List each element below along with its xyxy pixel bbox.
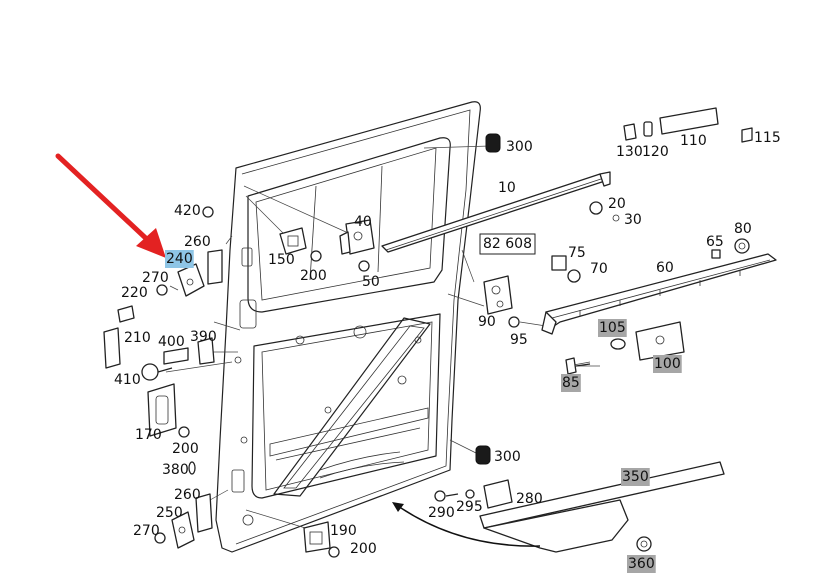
leader-lines — [165, 145, 600, 531]
label-highlight-350 — [621, 468, 650, 486]
trim-parts — [623, 107, 753, 143]
cover-part — [551, 238, 750, 271]
screw-part-85 — [565, 357, 591, 375]
door-panel — [215, 101, 481, 553]
roller-part — [483, 275, 513, 315]
handle-block-part — [147, 383, 177, 437]
part-label-65: 65 — [706, 234, 724, 250]
part-label-210: 210 — [124, 330, 151, 346]
label-highlight-100 — [653, 355, 682, 373]
part-label-130: 130 — [616, 144, 643, 160]
hinge-part — [339, 219, 375, 255]
part-label-80: 80 — [734, 221, 752, 237]
part-label-120: 120 — [642, 144, 669, 160]
label-highlight-360 — [627, 555, 656, 573]
bumper-part — [475, 133, 501, 465]
part-label-95: 95 — [510, 332, 528, 348]
part-label-295: 295 — [456, 499, 483, 515]
part-label-280: 280 — [516, 491, 543, 507]
clip-part — [188, 461, 196, 475]
red-pointer-arrow — [55, 153, 166, 258]
part-label-70: 70 — [590, 261, 608, 277]
part-label-240: 240 — [166, 251, 193, 267]
label-highlight-240 — [165, 250, 194, 268]
part-label-290: 290 — [428, 505, 455, 521]
part-label-200b: 200 — [172, 441, 199, 457]
label-highlight-105 — [598, 319, 627, 337]
part-label-350: 350 — [622, 469, 649, 485]
part-label-420: 420 — [174, 203, 201, 219]
part-label-190: 190 — [330, 523, 357, 539]
part-label-150: 150 — [268, 252, 295, 268]
part-label-60: 60 — [656, 260, 674, 276]
lower-bracket-parts — [434, 479, 513, 509]
latch-part — [303, 521, 331, 553]
part-label-380: 380 — [162, 462, 189, 478]
sill-cover-part — [479, 461, 725, 553]
part-label-220: 220 — [121, 285, 148, 301]
part-label-30: 30 — [624, 212, 642, 228]
pin-parts — [141, 337, 215, 381]
lock-part-lower — [171, 493, 213, 549]
assembly-arrow — [397, 505, 541, 547]
part-label-100: 100 — [654, 356, 681, 372]
part-label-300b: 300 — [494, 449, 521, 465]
upper-rail — [381, 171, 611, 253]
part-label-82608: 82 608 — [483, 236, 532, 252]
grommet-part — [589, 201, 620, 222]
label-box-82608 — [479, 233, 536, 255]
part-label-170: 170 — [135, 427, 162, 443]
part-label-270a: 270 — [142, 270, 169, 286]
part-label-200a: 200 — [300, 268, 327, 284]
part-label-85: 85 — [562, 375, 580, 391]
striker-part — [103, 305, 135, 369]
part-label-360: 360 — [628, 556, 655, 572]
part-label-270b: 270 — [133, 523, 160, 539]
part-label-260b: 260 — [174, 487, 201, 503]
part-label-40: 40 — [354, 214, 372, 230]
lower-roller-part — [610, 321, 685, 361]
assembly-arrowhead — [392, 502, 404, 512]
part-label-300a: 300 — [506, 139, 533, 155]
part-label-20: 20 — [608, 196, 626, 212]
part-label-260a: 260 — [184, 234, 211, 250]
part-label-50: 50 — [362, 274, 380, 290]
part-label-250: 250 — [156, 505, 183, 521]
part-label-200c: 200 — [350, 541, 377, 557]
label-highlight-85 — [561, 374, 581, 392]
lower-rail — [541, 253, 777, 335]
part-label-410: 410 — [114, 372, 141, 388]
part-label-10: 10 — [498, 180, 516, 196]
bracket-part — [279, 227, 307, 255]
part-label-75: 75 — [568, 245, 586, 261]
part-label-110: 110 — [680, 133, 707, 149]
part-label-90: 90 — [478, 314, 496, 330]
part-label-115: 115 — [754, 130, 781, 146]
part-label-105: 105 — [599, 320, 626, 336]
part-label-390: 390 — [190, 329, 217, 345]
part-label-400: 400 — [158, 334, 185, 350]
screw-part — [154, 206, 581, 558]
